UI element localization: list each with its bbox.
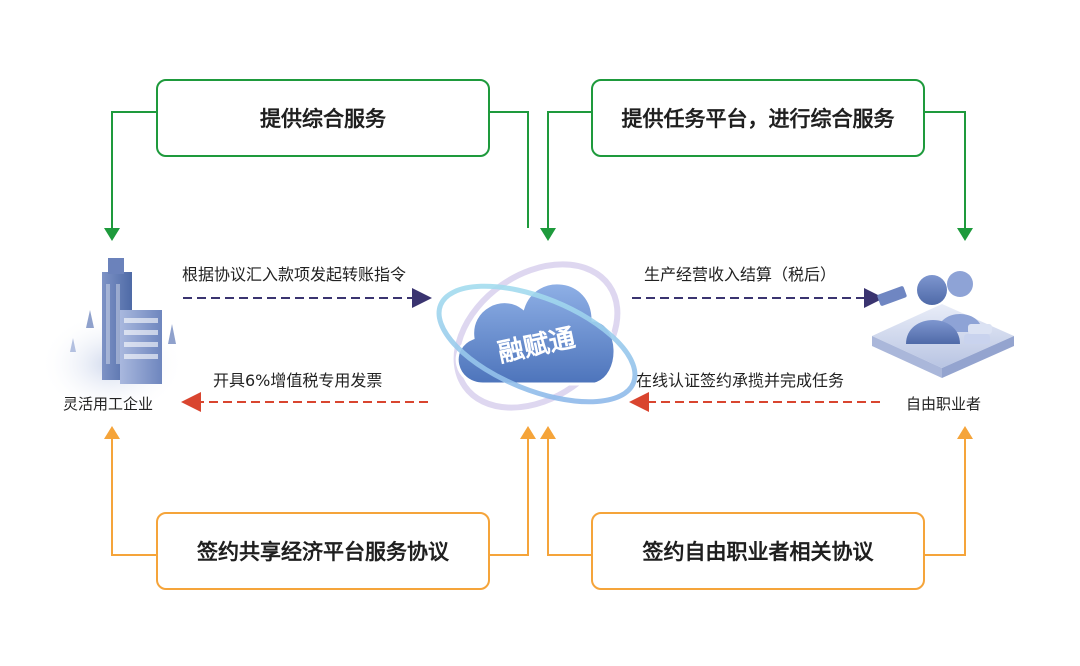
orange-connector-right xyxy=(547,438,966,556)
orange-arrow-up-icon xyxy=(520,426,536,439)
provide-service-label: 提供综合服务 xyxy=(260,107,386,131)
orange-connector-left xyxy=(111,438,529,556)
flow-label-settlement: 生产经营收入结算（税后） xyxy=(644,265,837,284)
green-arrow-down-icon xyxy=(540,228,556,241)
orange-arrow-up-icon xyxy=(104,426,120,439)
freelancer-label: 自由职业者 xyxy=(906,395,982,413)
green-connector-right xyxy=(547,111,966,228)
flow-label-invoice: 开具6%增值税专用发票 xyxy=(213,371,383,390)
provide-service-box: 提供综合服务 xyxy=(156,79,490,157)
office-building-icon xyxy=(40,258,184,416)
sharing-agreement-label: 签约共享经济平台服务协议 xyxy=(197,540,449,564)
green-arrow-down-icon xyxy=(957,228,973,241)
flow-label-task: 在线认证签约承揽并完成任务 xyxy=(636,371,845,390)
provide-platform-box: 提供任务平台，进行综合服务 xyxy=(591,79,925,157)
cloud-icon: 融赋通 xyxy=(436,261,638,411)
users-icon xyxy=(872,271,1014,378)
flow-label-transfer: 根据协议汇入款项发起转账指令 xyxy=(182,265,407,284)
provide-platform-label: 提供任务平台，进行综合服务 xyxy=(621,107,895,131)
green-arrow-down-icon xyxy=(104,228,120,241)
green-connector-left xyxy=(111,111,529,228)
orange-arrow-up-icon xyxy=(957,426,973,439)
freelancer-agreement-box: 签约自由职业者相关协议 xyxy=(591,512,925,590)
orange-arrow-up-icon xyxy=(540,426,556,439)
freelancer-agreement-label: 签约自由职业者相关协议 xyxy=(642,540,874,564)
sharing-agreement-box: 签约共享经济平台服务协议 xyxy=(156,512,490,590)
enterprise-label: 灵活用工企业 xyxy=(63,395,154,413)
